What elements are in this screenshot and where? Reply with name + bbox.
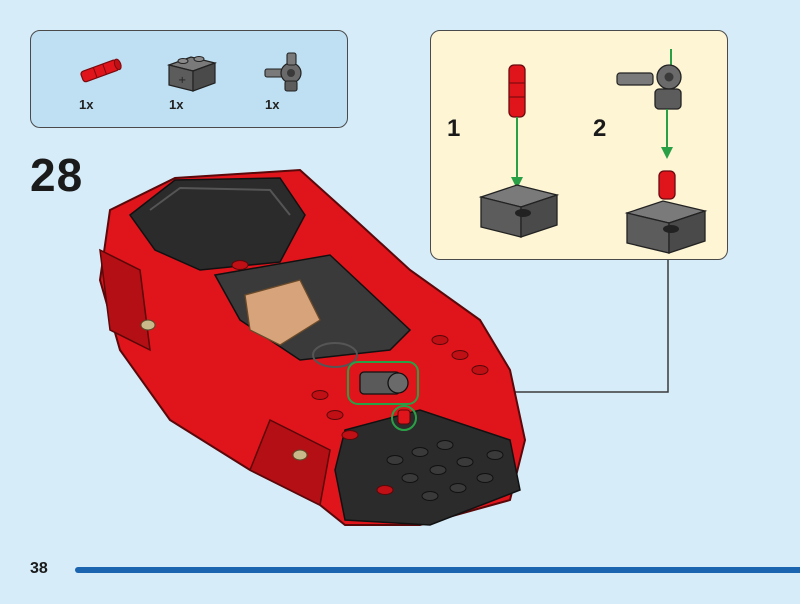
sub-assembly-callout: 1 2	[430, 30, 728, 260]
grey-brick-icon: +	[166, 56, 218, 92]
part-dark-grey-brick: + 1x	[163, 49, 223, 119]
page-number: 38	[30, 560, 48, 577]
parts-list-panel: 1x + 1x 1x	[30, 30, 348, 128]
sub-step-label-2: 2	[593, 115, 607, 142]
ball-joint-connector-icon	[264, 52, 302, 92]
sub-assembly-illustration	[478, 49, 708, 254]
new-part-highlight	[347, 361, 419, 405]
footer-bar	[75, 567, 800, 573]
part-qty: 1x	[169, 97, 184, 112]
svg-text:+: +	[178, 75, 186, 86]
sub-step-label-1: 1	[447, 115, 461, 142]
part-qty: 1x	[265, 97, 280, 112]
part-red-axle-pin: 1x	[73, 49, 133, 119]
part-dark-grey-ball-joint: 1x	[257, 49, 317, 119]
part-qty: 1x	[79, 97, 94, 112]
step-number: 28	[30, 149, 84, 201]
red-axle-pin-icon	[80, 58, 122, 83]
sub-step-1-drawing	[478, 64, 560, 238]
sub-step-2-drawing	[616, 49, 708, 254]
